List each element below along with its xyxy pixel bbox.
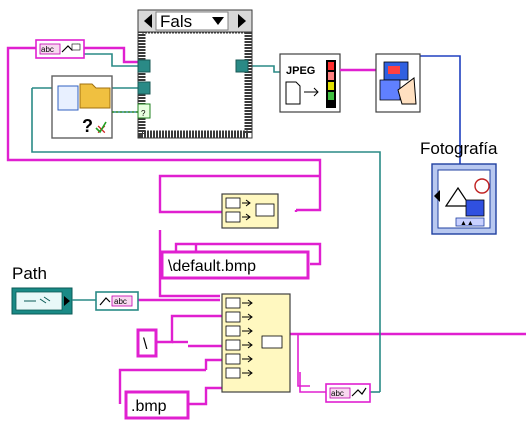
file-dialog-icon[interactable]: ? ✕ xyxy=(51,75,113,139)
svg-text:JPEG: JPEG xyxy=(286,65,315,77)
string-to-path-node-bottom[interactable]: abc xyxy=(325,383,371,403)
triangle-right-icon[interactable] xyxy=(238,14,246,28)
svg-text:?: ? xyxy=(82,116,93,136)
draw-pixmap-node[interactable] xyxy=(375,53,421,113)
refnum-tunnel-in-2 xyxy=(137,81,151,95)
svg-text:abc: abc xyxy=(114,297,127,306)
string-to-path-node-top[interactable]: abc xyxy=(35,39,85,59)
bmp-extension-constant[interactable]: .bmp xyxy=(124,390,190,420)
svg-text:?: ? xyxy=(141,109,146,118)
refnum-tunnel-out xyxy=(235,59,249,73)
path-to-string-node[interactable]: abc xyxy=(95,291,139,311)
svg-text:abc: abc xyxy=(41,45,54,54)
picture-wire[interactable] xyxy=(420,55,461,176)
backslash-constant[interactable]: \ xyxy=(136,328,158,358)
svg-text:\: \ xyxy=(143,336,148,353)
svg-text:▲▲: ▲▲ xyxy=(460,220,474,227)
triangle-down-icon[interactable] xyxy=(212,17,224,25)
path-control[interactable] xyxy=(11,287,73,315)
svg-text:.bmp: .bmp xyxy=(131,398,167,415)
refnum-tunnel-in xyxy=(137,59,151,73)
picture-indicator[interactable]: ▲▲ xyxy=(431,163,497,235)
fotografia-label: Fotografía xyxy=(420,139,498,158)
string-wires[interactable] xyxy=(6,46,526,406)
case-structure[interactable]: Fals ? xyxy=(137,9,253,139)
default-path-constant[interactable]: \default.bmp xyxy=(160,250,310,280)
concatenate-strings-node-lower[interactable] xyxy=(221,293,291,393)
case-selector-value: Fals xyxy=(160,12,192,31)
svg-text:abc: abc xyxy=(331,389,344,398)
jpeg-read-node[interactable]: JPEG xyxy=(279,53,341,113)
triangle-left-icon[interactable] xyxy=(144,14,152,28)
path-label: Path xyxy=(12,264,47,283)
case-selector-value-box[interactable] xyxy=(155,11,229,31)
svg-text:\default.bmp: \default.bmp xyxy=(168,258,256,275)
boolean-tunnel xyxy=(137,103,151,119)
concatenate-strings-node-upper[interactable] xyxy=(221,193,279,229)
